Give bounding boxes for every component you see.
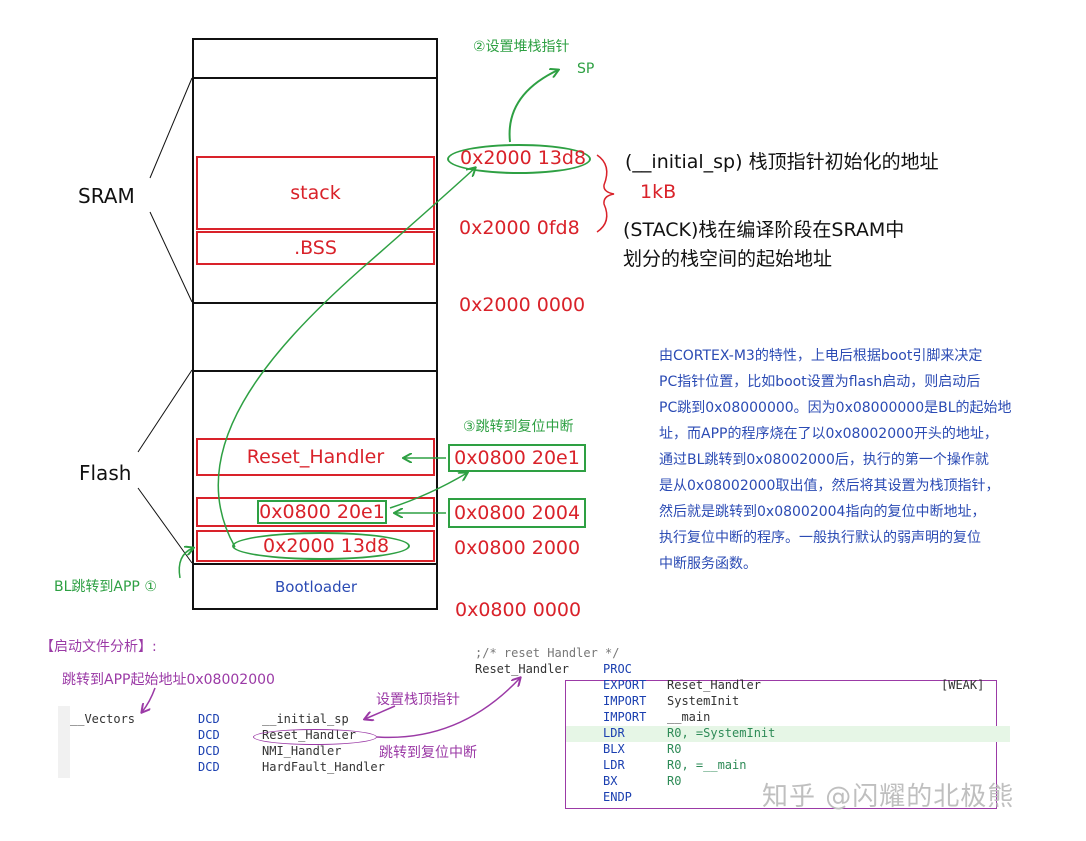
reset-handler-address: 0x0800 20e1 bbox=[454, 447, 580, 469]
reset-handler-code-box bbox=[565, 680, 997, 809]
reset-handler-ellipse bbox=[253, 729, 377, 745]
startup-heading: 【启动文件分析】: bbox=[40, 639, 157, 655]
zhihu-watermark: 知乎 @闪耀的北极熊 bbox=[762, 782, 1015, 812]
initial-sp-address: 0x2000 13d8 bbox=[460, 147, 587, 169]
bootloader-label: Bootloader bbox=[275, 578, 357, 596]
note-line: PC跳到0x08000000。因为0x08000000是BL的起始地 bbox=[659, 400, 1012, 416]
code-line: EXPORT Reset_Handler [WEAK] bbox=[603, 678, 985, 692]
stack-description-line1: (STACK)栈在编译阶段在SRAM中 bbox=[623, 219, 905, 241]
flash-leader-line bbox=[137, 369, 193, 453]
note-line: 由CORTEX-M3的特性，上电后根据boot引脚来决定 bbox=[659, 348, 983, 364]
flash-label: Flash bbox=[79, 461, 132, 485]
reset-vector-arrow bbox=[389, 473, 467, 509]
vector-sp-ellipse bbox=[232, 532, 410, 560]
code-line: BX R0 bbox=[603, 774, 682, 788]
vector-row: __Vectors DCD __initial_sp bbox=[70, 712, 349, 726]
note-line: 执行复位中断的程序。一般执行默认的弱声明的复位 bbox=[659, 530, 981, 546]
memory-divider bbox=[192, 77, 438, 79]
initial-sp-description: (__initial_sp) 栈顶指针初始化的地址 bbox=[625, 151, 939, 173]
flash-base-address: 0x0800 0000 bbox=[455, 599, 582, 621]
vector-reset-value: 0x0800 20e1 bbox=[259, 501, 385, 523]
note-line: 是从0x08002000取出值，然后将其设置为栈顶指针， bbox=[659, 478, 1000, 494]
step2-label: ②设置堆栈指针 bbox=[473, 39, 570, 55]
handler-proc: PROC bbox=[603, 662, 632, 676]
note-line: 址，而APP的程序烧在了以0x08002000开头的地址， bbox=[659, 426, 998, 442]
sram-label: SRAM bbox=[78, 184, 135, 208]
bss-region: .BSS bbox=[196, 231, 435, 265]
app-base-address: 0x0800 2000 bbox=[454, 537, 581, 559]
vector-row: DCD HardFault_Handler bbox=[198, 760, 385, 774]
code-line: IMPORT __main bbox=[603, 710, 711, 724]
vector-sp-entry bbox=[196, 530, 435, 562]
code-gutter bbox=[58, 706, 70, 778]
stack-size-label: 1kB bbox=[640, 181, 677, 203]
handler-comment: ;/* reset Handler */ bbox=[475, 646, 620, 660]
jump-reset-label: 跳转到复位中断 bbox=[379, 745, 477, 761]
note-line: 中断服务函数。 bbox=[659, 556, 757, 572]
bl-jump-arrow bbox=[178, 548, 193, 579]
initial-sp-ellipse bbox=[447, 144, 591, 174]
vectors-arrow bbox=[142, 687, 156, 712]
vector-reset-value-box: 0x0800 20e1 bbox=[257, 500, 387, 524]
sram-leader-line bbox=[149, 77, 193, 179]
step3-label: ③跳转到复位中断 bbox=[463, 419, 574, 435]
stack-label: stack bbox=[290, 182, 341, 204]
memory-divider bbox=[192, 370, 438, 372]
sram-leader-line bbox=[149, 211, 193, 303]
load-sp-arrow bbox=[217, 168, 475, 548]
app-vector-reset-address-box: 0x0800 2004 bbox=[448, 498, 586, 528]
memory-divider bbox=[192, 563, 438, 565]
boot-explanation-note: 由CORTEX-M3的特性，上电后根据boot引脚来决定 PC指针位置，比如bo… bbox=[659, 343, 1012, 577]
reset-handler-address-box: 0x0800 20e1 bbox=[448, 444, 586, 472]
reset-handler-code: EXPORT Reset_Handler [WEAK] IMPORT Syste… bbox=[603, 678, 993, 806]
sram-base-address: 0x2000 0000 bbox=[459, 294, 586, 316]
bss-label: .BSS bbox=[294, 237, 337, 259]
step2-arrow bbox=[508, 70, 558, 143]
note-line: 然后就是跳转到0x08002004指向的复位中断地址， bbox=[659, 504, 986, 520]
memory-divider bbox=[192, 302, 438, 304]
code-line: ENDP bbox=[603, 790, 632, 804]
app-vector-reset-address: 0x0800 2004 bbox=[453, 502, 581, 524]
stack-base-address: 0x2000 0fd8 bbox=[459, 217, 580, 239]
stack-region: stack bbox=[196, 156, 435, 230]
memory-map-column bbox=[192, 38, 438, 610]
handler-name: Reset_Handler bbox=[475, 662, 569, 676]
vector-reset-entry bbox=[196, 497, 435, 527]
flash-leader-line bbox=[137, 487, 193, 564]
set-sp-arrow bbox=[365, 705, 396, 719]
code-line: LDR R0, =SystemInit bbox=[603, 726, 776, 740]
set-sp-label: 设置栈顶指针 bbox=[376, 692, 460, 708]
stack-description-line2: 划分的栈空间的起始地址 bbox=[623, 248, 833, 270]
highlighted-line bbox=[566, 726, 1010, 742]
vector-row: DCD NMI_Handler bbox=[198, 744, 342, 758]
code-line: IMPORT SystemInit bbox=[603, 694, 740, 708]
vector-sp-value: 0x2000 13d8 bbox=[263, 535, 390, 557]
jump-to-app-label: 跳转到APP起始地址0x08002000 bbox=[62, 672, 275, 688]
note-line: PC指针位置，比如boot设置为flash启动，则启动后 bbox=[659, 374, 981, 390]
sp-label: SP bbox=[577, 61, 595, 77]
step1-label: BL跳转到APP ① bbox=[54, 579, 157, 595]
reset-handler-region: Reset_Handler bbox=[196, 438, 435, 476]
code-line: BLX R0 bbox=[603, 742, 682, 756]
note-line: 通过BL跳转到0x08002000后，执行的第一个操作就 bbox=[659, 452, 989, 468]
stack-size-brace bbox=[596, 154, 615, 233]
reset-handler-link-arrow bbox=[376, 678, 520, 739]
code-line: LDR R0, =__main bbox=[603, 758, 747, 772]
reset-handler-label: Reset_Handler bbox=[246, 446, 385, 468]
